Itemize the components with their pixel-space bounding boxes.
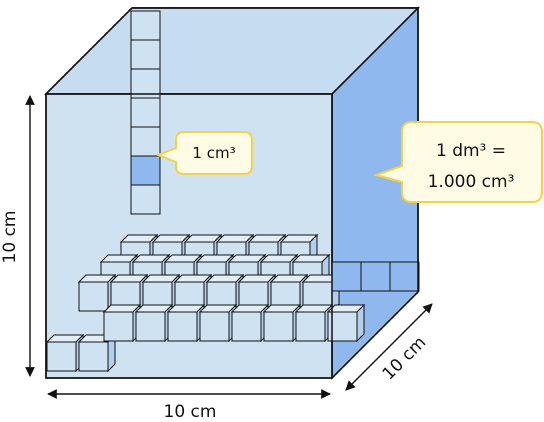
unit-cube — [134, 303, 174, 343]
depth-arrow — [345, 303, 433, 391]
unit-cube — [173, 273, 213, 313]
unit-cube — [331, 261, 362, 292]
unit-cube — [360, 261, 391, 292]
small-cube-callout-text: 1 cm³ — [192, 144, 235, 162]
liter-callout — [372, 121, 543, 203]
unit-cube — [230, 303, 270, 343]
unit-cube — [130, 184, 161, 215]
unit-cube — [294, 303, 334, 343]
highlighted-unit-cube — [130, 155, 161, 186]
width-label: 10 cm — [164, 402, 217, 422]
liter-callout-line2: 1.000 cm³ — [428, 172, 515, 192]
unit-cube — [389, 261, 420, 292]
unit-cube — [130, 39, 161, 70]
unit-cube — [237, 273, 277, 313]
unit-cube — [130, 126, 161, 157]
unit-cube — [77, 273, 117, 313]
unit-cube — [130, 10, 161, 41]
liter-callout-line1: 1 dm³ = — [436, 141, 506, 161]
unit-cubes — [45, 10, 420, 373]
small-cube-callout — [155, 131, 253, 175]
unit-cube — [198, 303, 238, 343]
unit-cube — [130, 97, 161, 128]
unit-cube — [166, 303, 206, 343]
unit-cube — [102, 303, 142, 343]
unit-cube — [45, 333, 85, 373]
unit-cube — [326, 303, 366, 343]
depth-label: 10 cm — [379, 333, 431, 385]
unit-cube — [130, 68, 161, 99]
height-label: 10 cm — [0, 211, 20, 264]
unit-cube — [262, 303, 302, 343]
